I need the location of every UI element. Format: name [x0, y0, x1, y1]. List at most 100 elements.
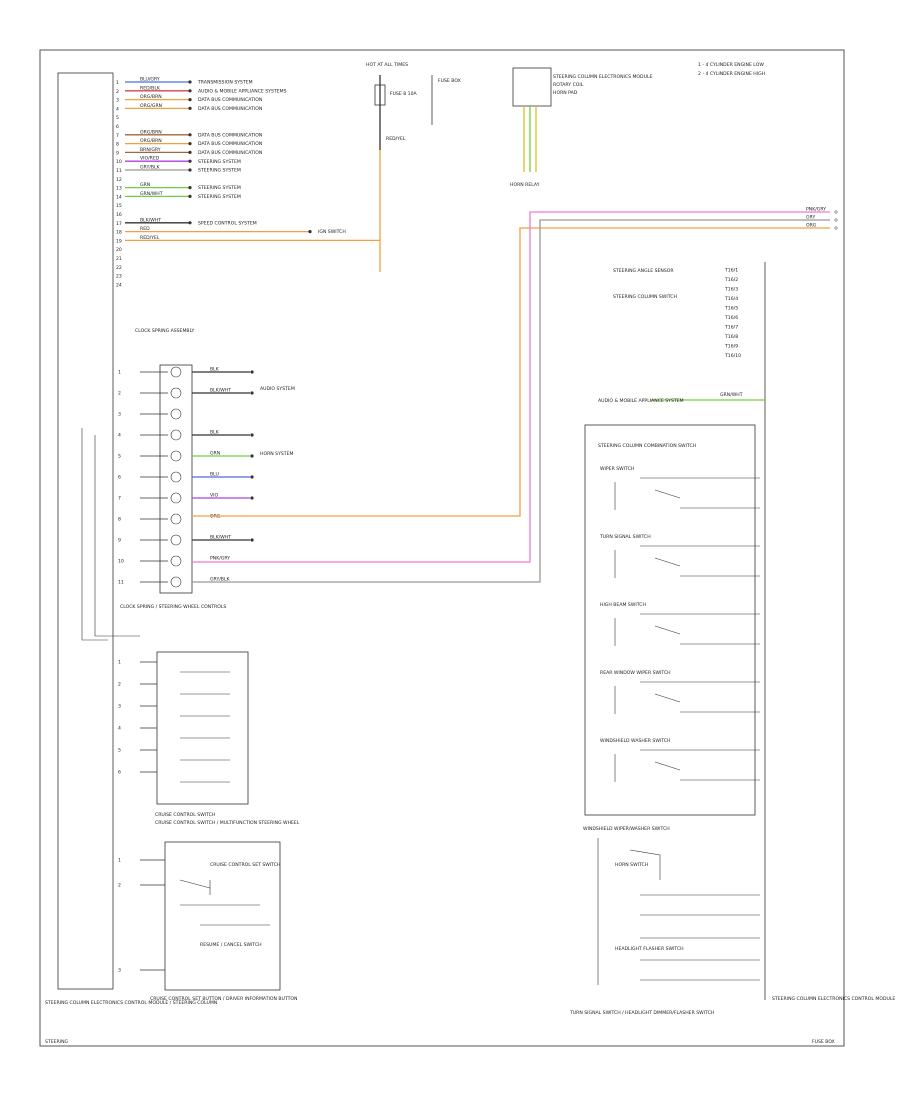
left-wire-terminal — [188, 159, 192, 163]
cruise-pin: 5 — [118, 748, 121, 754]
cruise-pin: 6 — [118, 770, 121, 776]
pink-long-wire — [192, 211, 830, 563]
right-section-switch — [654, 693, 681, 703]
left-pin-label: 6 — [116, 124, 119, 130]
left-wire-terminal — [188, 150, 192, 154]
clock-spring-wire-label: BLK — [210, 430, 220, 436]
left-wire-terminal — [188, 80, 192, 84]
clock-spring-pin: 8 — [118, 517, 121, 523]
clock-spring-terminal — [250, 370, 254, 374]
right-panel-box — [584, 424, 756, 816]
left-wire-terminal — [188, 89, 192, 93]
right-green-wire-dest: AUDIO & MOBILE APPLIANCE SYSTEM — [598, 398, 684, 404]
right-pin-label: T16/1 — [724, 268, 738, 274]
right-section-switch — [654, 625, 681, 635]
right-top-wire-label: GRY — [806, 215, 815, 221]
left-wire-label: RED/YEL — [140, 235, 160, 241]
steering-module-label: STEERING COLUMN ELECTRONICS MODULE — [553, 74, 653, 80]
fuse-box-top: HOT AT ALL TIMES FUSE 8 10A FUSE BOX RED… — [366, 62, 461, 272]
left-wire-label: BRN/GRY — [140, 147, 161, 153]
left-pin-label: 12 — [116, 177, 122, 183]
cruise-pin: 3 — [118, 704, 121, 710]
left-wire-terminal — [308, 230, 312, 234]
left-pin-label: 18 — [116, 230, 122, 236]
right-connector: STEERING ANGLE SENSOR STEERING COLUMN SW… — [598, 262, 766, 1000]
left-pin-label: 22 — [116, 265, 122, 271]
clock-spring-pin: 3 — [118, 412, 121, 418]
left-pin-label: 3 — [116, 98, 119, 104]
left-wire-dest: STEERING SYSTEM — [198, 194, 241, 200]
fuse-label: FUSE 8 10A — [390, 91, 418, 97]
legend-line-2: 2 - 4 CYLINDER ENGINE HIGH — [698, 71, 765, 77]
right-section-label: REAR WINDOW WIPER SWITCH — [600, 670, 671, 676]
left-pin-label: 15 — [116, 203, 122, 209]
left-pin-label: 4 — [116, 106, 119, 112]
right-pin-label: T16/5 — [724, 306, 738, 312]
clock-spring-terminal — [250, 454, 254, 458]
footer-left: STEERING — [45, 1039, 69, 1045]
cruise-switch-title: CRUISE CONTROL SWITCH — [155, 812, 215, 818]
clock-spring-terminal — [250, 538, 254, 542]
clock-spring-pin: 2 — [118, 391, 121, 397]
left-pin-label: 11 — [116, 168, 122, 174]
left-wire-terminal — [188, 221, 192, 225]
lower-switch-box — [164, 841, 281, 991]
lower-pin: 2 — [118, 883, 121, 889]
right-section-switch — [654, 761, 681, 771]
left-wire-dest: STEERING SYSTEM — [198, 185, 241, 191]
left-pin-label: 16 — [116, 212, 122, 218]
left-pin-label: 1 — [116, 80, 119, 86]
left-wire-dest: DATA BUS COMMUNICATION — [198, 132, 262, 138]
left-pin-label: 17 — [116, 221, 122, 227]
clock-spring-coil — [170, 366, 182, 378]
clock-spring-pin: 7 — [118, 496, 121, 502]
clock-spring-audio-dest: AUDIO SYSTEM — [260, 386, 295, 392]
left-wire-label: ORG/BRN — [140, 94, 162, 100]
cruise-switch-bottom-label: CRUISE CONTROL SWITCH / MULTIFUNCTION ST… — [155, 820, 300, 826]
lower-pin: 1 — [118, 858, 121, 864]
clock-spring-coil — [170, 471, 182, 483]
clock-spring-pin: 11 — [118, 580, 124, 586]
right-lower-switch: HORN SWITCH HEADLIGHT FLASHER SWITCH TUR… — [569, 838, 760, 1016]
clock-spring-pin: 6 — [118, 475, 121, 481]
clock-spring-wire-label: BLU — [210, 472, 219, 478]
right-green-wire-label: GRN/WHT — [720, 392, 743, 398]
right-top-wire-label: ORG — [806, 223, 817, 229]
lower-switch-inner-1: CRUISE CONTROL SET SWITCH — [210, 862, 280, 868]
clock-spring-body — [159, 364, 193, 594]
left-wire-label: VIO/RED — [140, 156, 160, 162]
lower-switch-inner-2: RESUME / CANCEL SWITCH — [200, 942, 262, 948]
clock-spring-coil — [170, 513, 182, 525]
clock-spring-wire-label: BLK — [210, 367, 220, 373]
left-bracket — [94, 435, 140, 637]
left-wire-dest: DATA BUS COMMUNICATION — [198, 106, 262, 112]
clock-spring-assembly: CLOCK SPRING ASSEMBLY 1234567891011BLKBL… — [81, 328, 295, 641]
left-wire-dest: IGN SWITCH — [318, 229, 346, 235]
left-pin-label: 5 — [116, 115, 119, 121]
clock-spring-pin: 4 — [118, 433, 121, 439]
clock-spring-horn-dest: HORN SYSTEM — [260, 451, 294, 457]
left-pin-label: 8 — [116, 142, 119, 148]
clock-spring-terminal — [250, 496, 254, 500]
left-wire-label: ORG/BRN — [140, 138, 162, 144]
clock-spring-wire-label: PNK/GRY — [210, 556, 230, 562]
clock-spring-coil — [170, 450, 182, 462]
left-pin-label: 14 — [116, 194, 122, 200]
horn-pad-label: HORN PAD — [553, 90, 578, 96]
steering-module-box — [512, 67, 552, 107]
legend-line-1: 1 - 4 CYLINDER ENGINE LOW — [698, 62, 764, 68]
right-lower-label-1: HORN SWITCH — [615, 862, 648, 868]
right-lower-bottom-label: TURN SIGNAL SWITCH / HEADLIGHT DIMMER/FL… — [569, 1010, 714, 1016]
lower-switch-contacts — [179, 879, 270, 926]
rotary-coil-label: ROTARY COIL — [553, 82, 584, 88]
left-wire-label: ORG/GRN — [140, 103, 162, 109]
left-wire-dest: DATA BUS COMMUNICATION — [198, 141, 262, 147]
left-pin-label: 20 — [116, 247, 122, 253]
right-pin-label: T16/2 — [724, 277, 738, 283]
clock-spring-coil — [170, 576, 182, 588]
